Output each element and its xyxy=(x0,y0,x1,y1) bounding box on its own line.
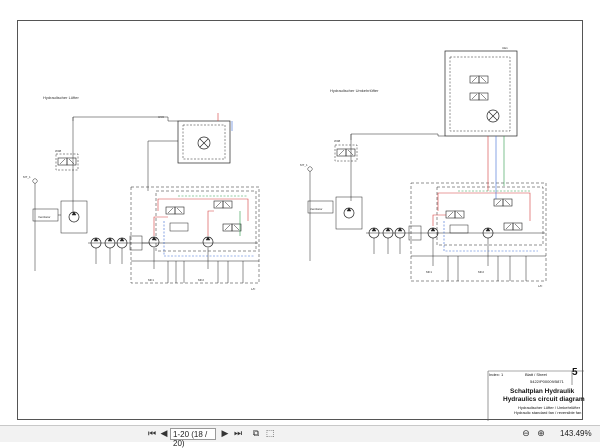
svg-text:UV3: UV3 xyxy=(158,115,164,119)
page-number-input[interactable]: 1-20 (18 / 20) xyxy=(170,428,216,448)
title-block-number: 5 xyxy=(572,367,578,378)
svg-text:MF2: MF2 xyxy=(198,278,204,282)
title-block-sub-de: Hydraulischer Lüfter / Umkehrlüfter xyxy=(518,405,581,410)
left-circuit xyxy=(32,116,260,284)
svg-text:W08: W08 xyxy=(55,149,62,153)
svg-text:Ventilator: Ventilator xyxy=(38,215,51,219)
right-diagram-title: Hydraulischer Umkehrlüfter xyxy=(330,88,379,93)
fit-width-icon[interactable]: ⬚ xyxy=(265,429,275,439)
svg-text:MF2: MF2 xyxy=(478,270,484,274)
left-color-lines xyxy=(153,113,254,257)
right-labels: Hydraulischer Umkehrlüfter UE1 W08 MT_1 … xyxy=(300,46,543,288)
svg-text:MF1: MF1 xyxy=(148,278,154,282)
left-diagram-title: Hydraulischer Lüfter xyxy=(43,95,79,100)
right-color-lines xyxy=(432,136,538,252)
previous-page-icon[interactable]: ◀ xyxy=(160,429,168,439)
svg-text:UE1: UE1 xyxy=(502,46,508,50)
left-labels: Hydraulischer Lüfter W08 UV3 MT_1 Ventil… xyxy=(23,95,256,291)
title-block-doc-code: 5422/P00009/5871 xyxy=(530,379,564,384)
title-block-index: Index: 1 xyxy=(489,372,504,377)
first-page-icon[interactable]: ⏮ xyxy=(147,429,157,439)
svg-text:MT_1: MT_1 xyxy=(300,163,308,167)
svg-text:W08: W08 xyxy=(334,139,341,143)
svg-text:L/F: L/F xyxy=(538,284,543,288)
document-viewport: Hydraulischer Lüfter W08 UV3 MT_1 Ventil… xyxy=(17,20,585,421)
svg-text:MF1: MF1 xyxy=(426,270,432,274)
title-block-frame xyxy=(487,370,584,421)
title-block-title-en: Hydraulics circuit diagram xyxy=(503,396,585,403)
last-page-icon[interactable]: ⏭ xyxy=(233,429,243,439)
svg-text:MT_1: MT_1 xyxy=(23,175,31,179)
next-page-icon[interactable]: ▶ xyxy=(221,429,229,439)
hydraulic-schematic: Hydraulischer Lüfter W08 UV3 MT_1 Ventil… xyxy=(23,46,584,421)
zoom-level: 143.49% xyxy=(560,429,592,438)
zoom-out-icon[interactable]: ⊖ xyxy=(522,429,530,439)
right-circuit xyxy=(307,50,547,282)
pdf-toolbar: ⏮ ◀ 1-20 (18 / 20) ▶ ⏭ ⧉ ⬚ ⊖ ⊕ 143.49% xyxy=(0,425,600,448)
zoom-in-icon[interactable]: ⊕ xyxy=(537,429,545,439)
title-block-title-de: Schaltplan Hydraulik xyxy=(510,388,575,395)
svg-text:L/F: L/F xyxy=(251,287,256,291)
title-block-sub-en: Hydraulic standard fan / reversible fan xyxy=(514,410,582,415)
fit-page-icon[interactable]: ⧉ xyxy=(252,429,260,439)
title-block-sheet: Blatt / Sheet xyxy=(525,372,547,377)
svg-text:Ventilator: Ventilator xyxy=(310,207,323,211)
drawing-sheet: Hydraulischer Lüfter W08 UV3 MT_1 Ventil… xyxy=(17,20,584,421)
